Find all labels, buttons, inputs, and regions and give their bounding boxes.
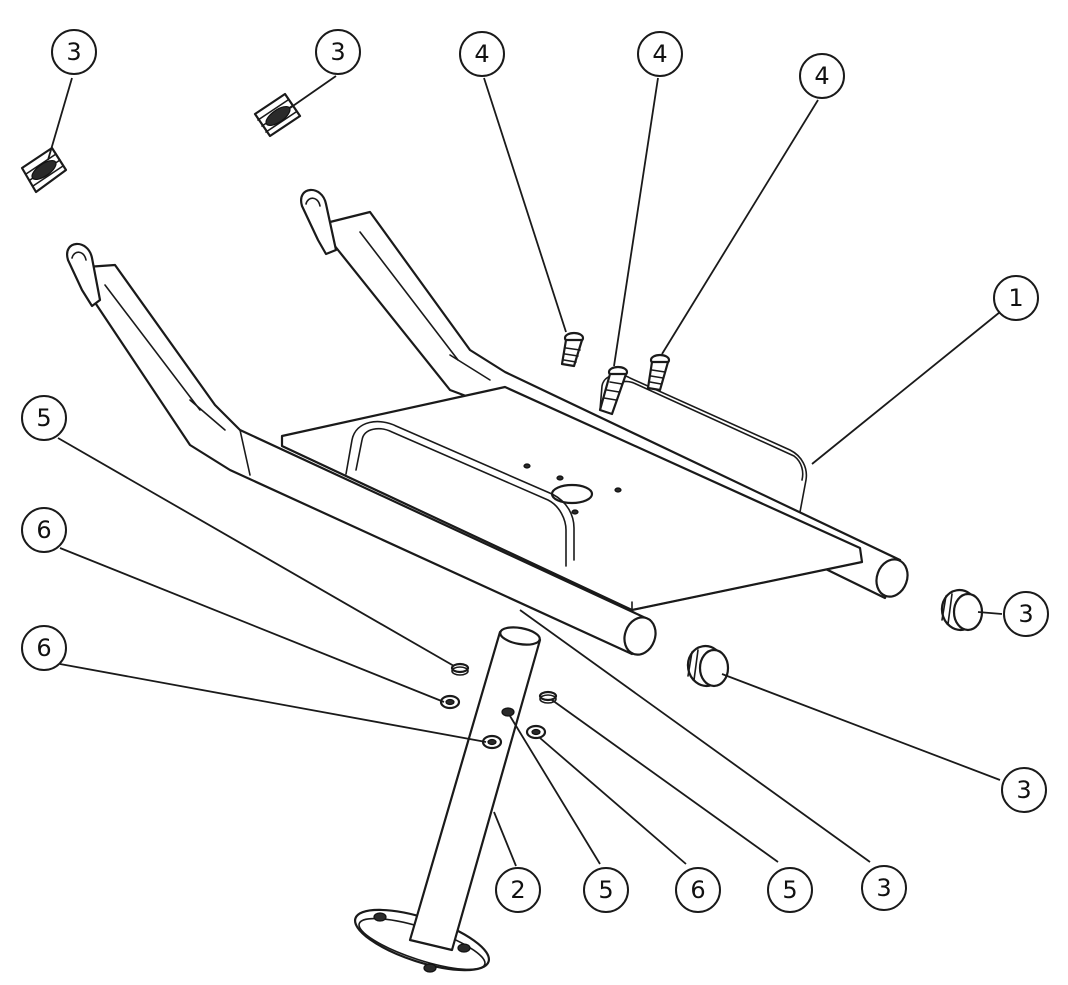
callout-4-middle: 4 xyxy=(637,31,683,77)
callout-1: 1 xyxy=(993,275,1039,321)
callout-3-lower-right-label: 3 xyxy=(1016,776,1031,804)
callout-3-right-label: 3 xyxy=(1018,600,1033,628)
washer-right-upper xyxy=(538,690,558,704)
callout-4-middle-label: 4 xyxy=(652,40,667,68)
callout-5-bottom-middle: 5 xyxy=(583,867,629,913)
callout-4-right-label: 4 xyxy=(814,62,829,90)
callout-4-right: 4 xyxy=(799,53,845,99)
callout-3-bottom-label: 3 xyxy=(876,874,891,902)
callout-5-bottom-middle-label: 5 xyxy=(598,876,613,904)
callout-3-top-middle: 3 xyxy=(315,29,361,75)
nut-left-upper xyxy=(439,694,461,710)
end-cap-right xyxy=(940,588,984,632)
callout-2-label: 2 xyxy=(510,876,525,904)
callout-3-right: 3 xyxy=(1003,591,1049,637)
end-cap-center-right xyxy=(686,644,730,688)
callout-6-bottom-middle-label: 6 xyxy=(690,876,705,904)
callout-3-top-left: 3 xyxy=(51,29,97,75)
bolt-middle xyxy=(598,365,629,416)
callout-3-bottom: 3 xyxy=(861,865,907,911)
callout-5-bottom-right: 5 xyxy=(767,867,813,913)
callout-5-left-label: 5 xyxy=(36,404,51,432)
callout-2: 2 xyxy=(495,867,541,913)
callout-3-lower-right: 3 xyxy=(1001,767,1047,813)
nut-right xyxy=(525,724,547,740)
end-cap-top-middle xyxy=(253,92,302,138)
callout-1-label: 1 xyxy=(1008,284,1023,312)
frame-part xyxy=(66,188,909,656)
bolt-left xyxy=(560,331,585,368)
callout-4-left: 4 xyxy=(459,31,505,77)
callout-5-left: 5 xyxy=(21,395,67,441)
callout-6-lower: 6 xyxy=(21,625,67,671)
callout-6-lower-label: 6 xyxy=(36,634,51,662)
callout-4-left-label: 4 xyxy=(474,40,489,68)
callout-6-upper-label: 6 xyxy=(36,516,51,544)
callout-6-upper: 6 xyxy=(21,507,67,553)
post-part xyxy=(353,626,542,973)
bolt-right xyxy=(646,353,671,392)
callout-3-top-left-label: 3 xyxy=(66,38,81,66)
end-cap-top-left xyxy=(20,146,68,194)
callout-5-bottom-right-label: 5 xyxy=(782,876,797,904)
washer-left xyxy=(450,662,470,676)
callout-3-top-middle-label: 3 xyxy=(330,38,345,66)
leader-lines xyxy=(47,75,1003,867)
callout-6-bottom-middle: 6 xyxy=(675,867,721,913)
